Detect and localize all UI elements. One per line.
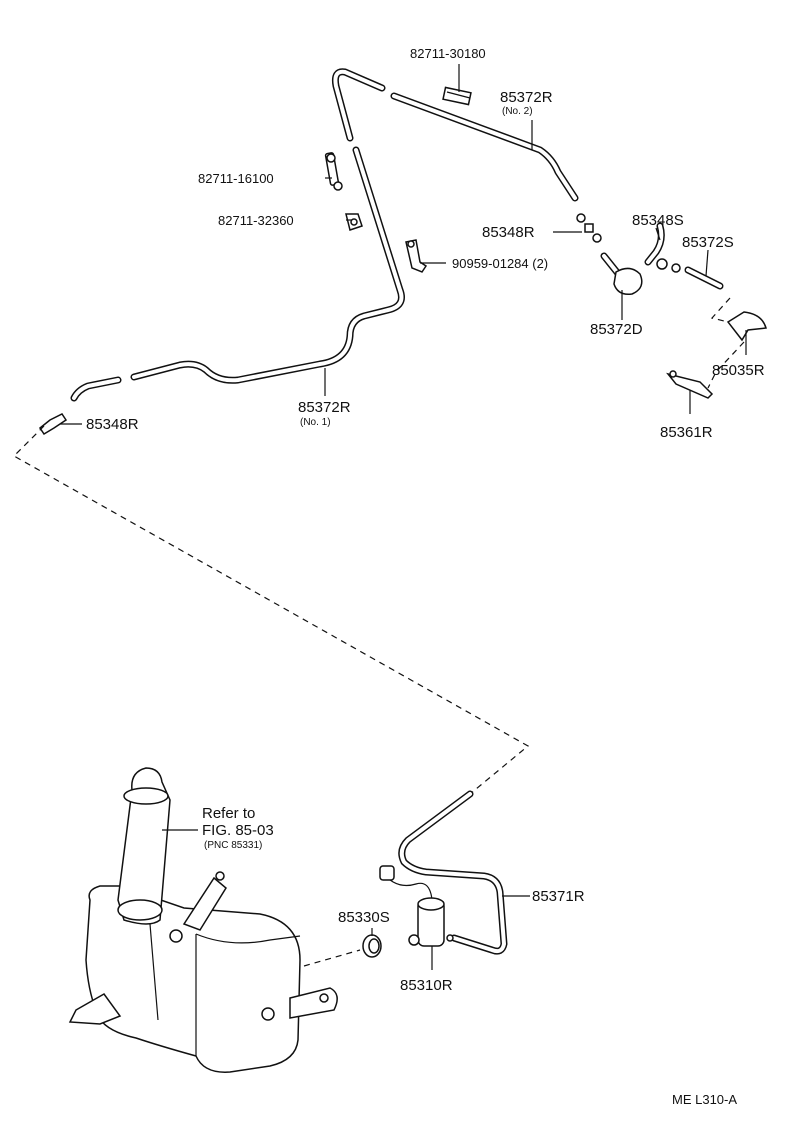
nozzle-85361r-icon [666,370,714,399]
hose-85372r-no2 [331,68,579,202]
nozzle-85035r-icon [726,311,767,342]
label-85330s: 85330S [338,909,390,926]
hose-85372r-no1 [70,146,405,402]
hose-85372s-icon [684,266,724,290]
label-85348s: 85348S [632,212,684,229]
clamp-82711-32360-icon [345,213,363,231]
label-85348r-top: 85348R [482,224,535,241]
label-85371r: 85371R [532,888,585,905]
leader-lines [60,64,747,970]
grommet-85330s-icon [362,934,382,958]
label-85361r: 85361R [660,424,713,441]
label-85372r-no1-sub: (No. 1) [300,417,331,428]
clamp-82711-16100-icon [324,152,343,191]
label-refer-fig: FIG. 85-03 [202,822,274,839]
label-85348r-left: 85348R [86,416,139,433]
label-82711-16100: 82711-16100 [198,171,274,186]
figure-code: ME L310-A [672,1092,737,1107]
label-85372r-no2: 85372R [500,89,553,106]
hose-85371r [398,790,508,955]
label-85372r-no2-sub: (No. 2) [502,106,533,117]
washer-pump-85310r-icon [379,865,454,947]
clip-82711-30180-icon [442,86,472,106]
label-82711-32360: 82711-32360 [218,213,294,228]
label-refer-to: Refer to [202,805,255,822]
joint-85348r-top-icon [576,213,602,243]
washer-tank-icon [68,767,338,1073]
label-refer-pnc: (PNC 85331) [204,840,262,851]
label-85372d: 85372D [590,321,643,338]
joint-85348r-left-icon [38,413,68,436]
label-85372r-no1: 85372R [298,399,351,416]
clip-90959-01284-icon [405,239,428,273]
label-85035r: 85035R [712,362,765,379]
label-82711-30180: 82711-30180 [410,46,486,61]
joint-85348s-icon [644,222,681,273]
label-90959-01284: 90959-01284 (2) [452,256,548,271]
label-85310r: 85310R [400,977,453,994]
hose-85372d-icon [600,252,643,296]
label-85372s: 85372S [682,234,734,251]
